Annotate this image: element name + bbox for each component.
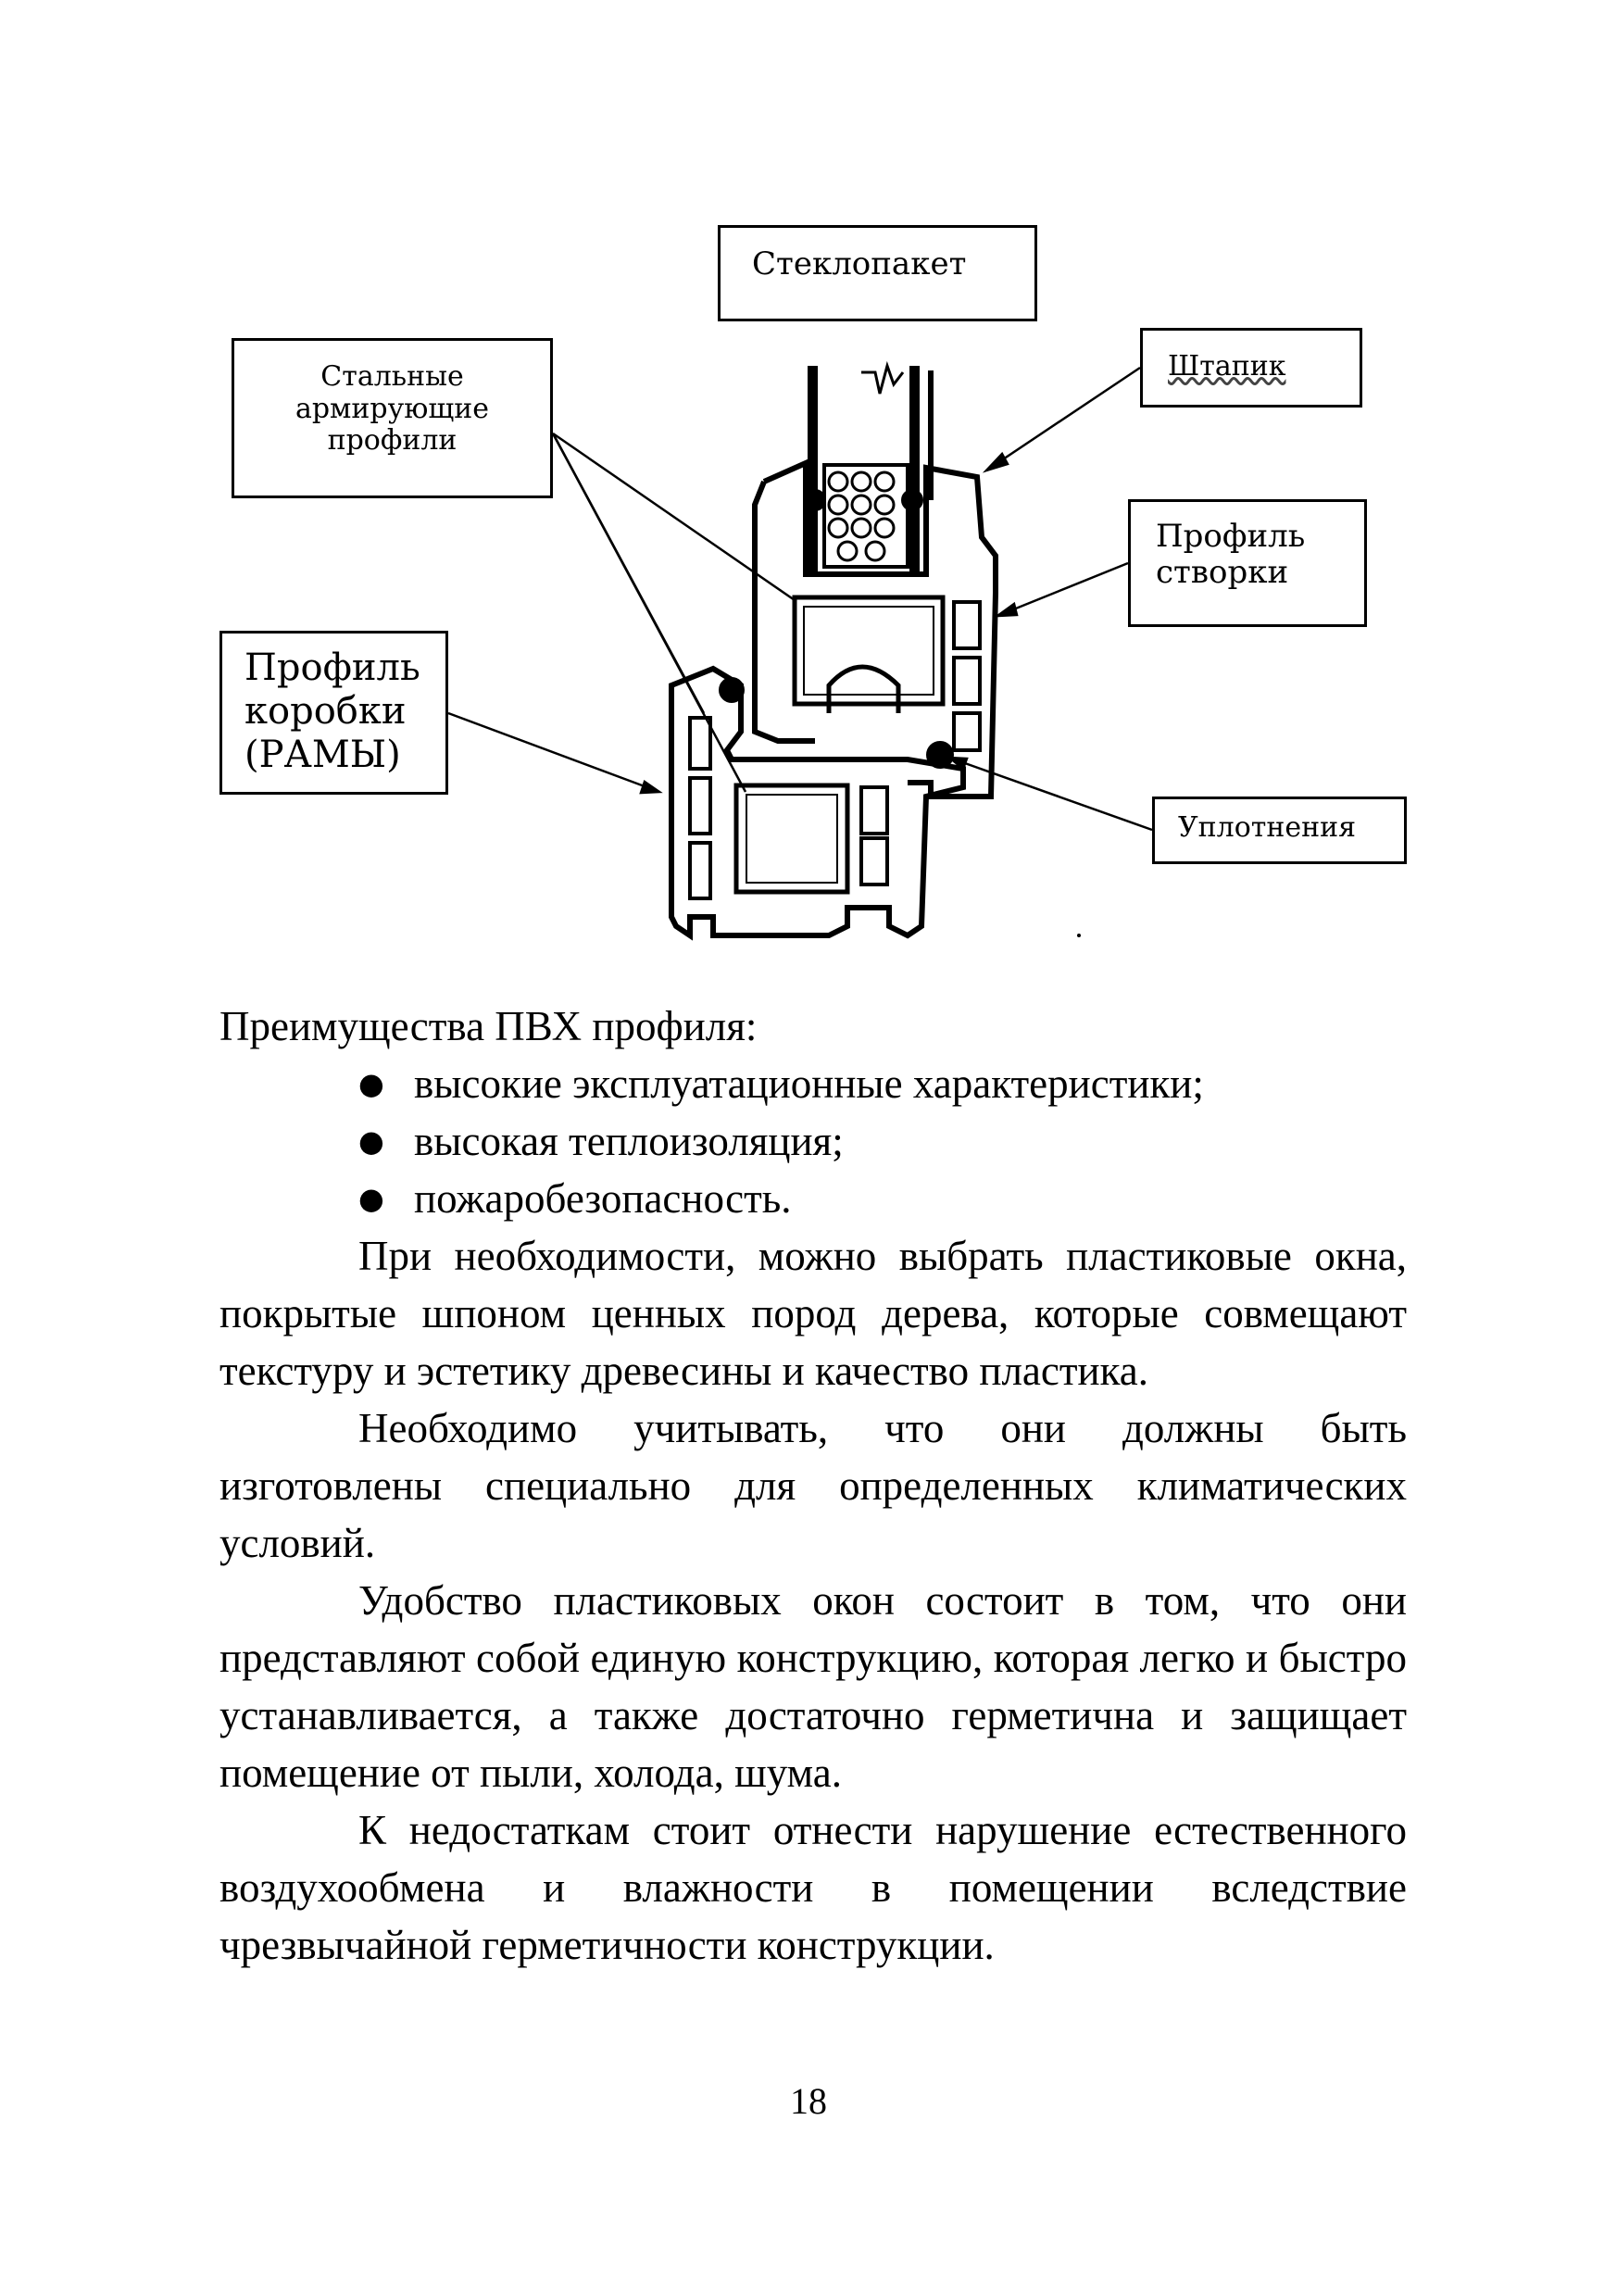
callout-glass-unit: Стеклопакет <box>718 225 1037 321</box>
label-sash-line-1: Профиль <box>1156 518 1306 555</box>
list-item: ● высокие эксплуатационные характеристики… <box>358 1055 1407 1112</box>
label-steel-line-3: профили <box>327 424 458 457</box>
list-item: ● пожаробезопасность. <box>358 1170 1407 1227</box>
paragraph-drawbacks: К недостаткам стоит отнести нарушение ес… <box>219 1807 1407 1968</box>
label-seals: Уплотнения <box>1178 811 1357 844</box>
list-item-text: пожаробезопасность. <box>414 1175 792 1222</box>
window-profile-diagram: Стеклопакет Стальные армирующие профили … <box>0 0 1617 963</box>
paragraph-veneer: При необходимости, можно выбрать пластик… <box>219 1233 1407 1394</box>
callout-steel-reinforcement: Стальные армирующие профили <box>232 338 553 498</box>
bullet-icon: ● <box>358 1123 384 1159</box>
callout-frame-profile: Профиль коробки (РАМЫ) <box>219 631 448 795</box>
callout-seals: Уплотнения <box>1152 797 1407 864</box>
paragraph-convenience: Удобство пластиковых окон состоит в том,… <box>219 1577 1407 1796</box>
body-text: Преимущества ПВХ профиля: ● высокие экспл… <box>219 997 1407 1974</box>
page-number: 18 <box>790 2080 827 2122</box>
label-frame-line-3: (РАМЫ) <box>244 734 401 777</box>
label-steel-line-2: армирующие <box>295 392 490 425</box>
callout-glazing-bead: Штапик <box>1140 328 1362 408</box>
label-glazing-bead: Штапик <box>1168 350 1286 383</box>
bullet-icon: ● <box>358 1181 384 1216</box>
callout-sash-profile: Профиль створки <box>1128 499 1367 627</box>
list-item-text: высокая теплоизоляция; <box>414 1118 844 1164</box>
label-frame-line-2: коробки <box>244 690 407 734</box>
bullet-icon: ● <box>358 1066 384 1101</box>
list-item: ● высокая теплоизоляция; <box>358 1112 1407 1170</box>
paragraph-climate: Необходимо учитывать, что они должны быт… <box>219 1405 1407 1566</box>
label-glass-unit: Стеклопакет <box>752 245 967 282</box>
label-sash-line-2: створки <box>1156 554 1289 592</box>
list-item-text: высокие эксплуатационные характеристики; <box>414 1060 1204 1107</box>
advantages-list: ● высокие эксплуатационные характеристики… <box>219 1055 1407 1227</box>
label-frame-line-1: Профиль <box>244 646 420 689</box>
advantages-heading: Преимущества ПВХ профиля: <box>219 1003 758 1049</box>
label-steel-line-1: Стальные <box>320 360 464 393</box>
